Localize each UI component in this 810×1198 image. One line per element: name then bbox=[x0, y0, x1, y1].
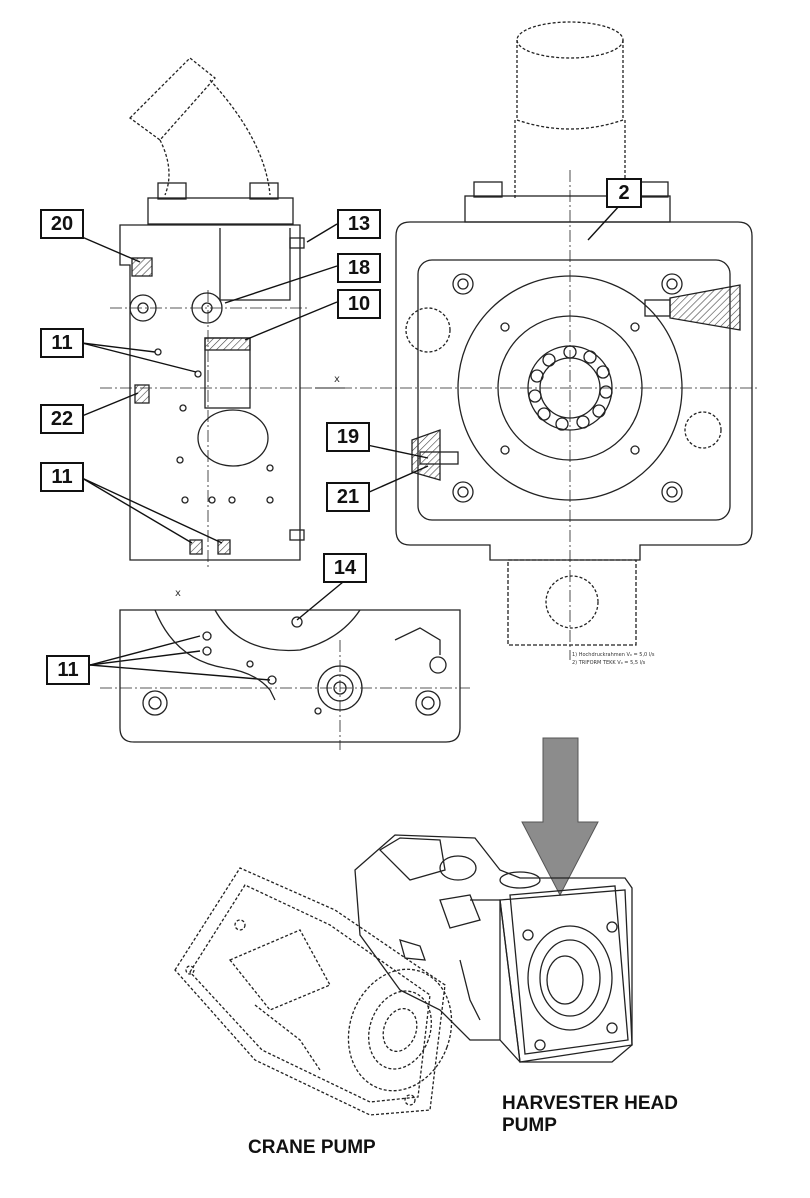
fitting-right bbox=[669, 284, 741, 331]
harvester-caption-line1: HARVESTER HEAD bbox=[502, 1093, 678, 1114]
callout-11-a: 11 bbox=[40, 328, 84, 358]
isometric-pumps bbox=[174, 834, 633, 1116]
spline-teeth bbox=[528, 345, 613, 431]
fitting-left bbox=[411, 429, 441, 481]
plug-20 bbox=[131, 257, 153, 277]
plug-bottom-a bbox=[189, 539, 203, 555]
hole bbox=[179, 404, 187, 412]
callout-20: 20 bbox=[40, 209, 84, 239]
plug-bottom-b bbox=[217, 539, 231, 555]
callout-18: 18 bbox=[337, 253, 381, 283]
side-body-inner bbox=[219, 228, 291, 301]
callout-22: 22 bbox=[40, 404, 84, 434]
callout-11-c: 11 bbox=[46, 655, 90, 685]
harvester-caption-line2: PUMP bbox=[502, 1115, 557, 1136]
front-bolt-l bbox=[473, 181, 503, 198]
axis-x-label: x bbox=[334, 374, 340, 385]
top-flange bbox=[147, 197, 294, 225]
hose-line-2 bbox=[209, 79, 271, 196]
front-bolt-r bbox=[639, 181, 669, 198]
callout-14: 14 bbox=[323, 553, 367, 583]
hole bbox=[154, 348, 162, 356]
callout-10: 10 bbox=[337, 289, 381, 319]
front-view bbox=[395, 21, 753, 660]
crane-pump-dashed bbox=[174, 867, 453, 1116]
leaders-left bbox=[81, 223, 338, 544]
bolt-left bbox=[157, 182, 187, 200]
side-view bbox=[100, 57, 760, 570]
callout-19: 19 bbox=[326, 422, 370, 452]
fine-print-2: 2) TRIFORM TEKK V₀ = 5,5 l/s bbox=[572, 660, 646, 666]
front-inner-frame bbox=[417, 259, 731, 521]
harvester-pump-solid bbox=[354, 834, 633, 1063]
hose-dashed bbox=[129, 57, 216, 141]
oval-window bbox=[197, 409, 269, 467]
hole bbox=[176, 456, 184, 464]
bottom-valve bbox=[507, 559, 637, 646]
hole bbox=[208, 496, 216, 504]
hole bbox=[266, 464, 274, 472]
side-port-bottom bbox=[289, 529, 305, 541]
callout-11-b: 11 bbox=[40, 462, 84, 492]
bolt-right bbox=[249, 182, 279, 200]
fine-print-1: 1) Hochdruckrahmen V₀ = 5,0 l/s bbox=[572, 652, 655, 658]
grey-arrow bbox=[521, 737, 599, 897]
axis-x-label-bottom: x bbox=[175, 588, 181, 599]
plan-view bbox=[100, 609, 470, 750]
hose-line-1 bbox=[159, 139, 170, 196]
solenoid-top bbox=[516, 21, 624, 59]
hole bbox=[228, 496, 236, 504]
hole bbox=[181, 496, 189, 504]
slot-10-hatch bbox=[204, 337, 251, 351]
side-body bbox=[119, 224, 301, 561]
front-body bbox=[395, 221, 753, 561]
callout-13: 13 bbox=[337, 209, 381, 239]
crane-caption: CRANE PUMP bbox=[248, 1137, 376, 1158]
callout-2: 2 bbox=[606, 178, 642, 208]
hole bbox=[194, 370, 202, 378]
side-port-13 bbox=[289, 237, 305, 249]
callout-21: 21 bbox=[326, 482, 370, 512]
hole bbox=[266, 496, 274, 504]
